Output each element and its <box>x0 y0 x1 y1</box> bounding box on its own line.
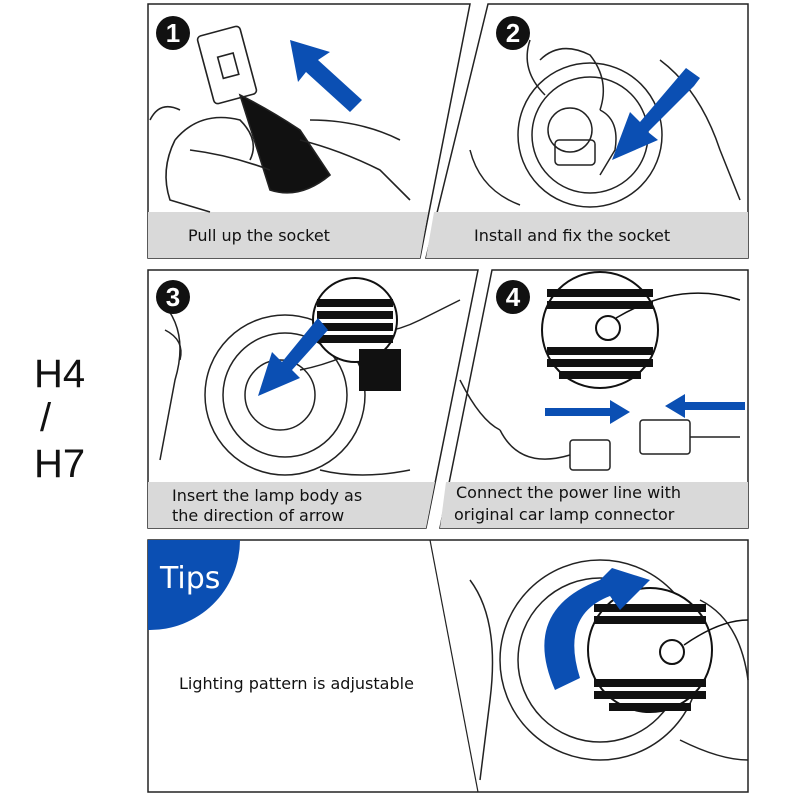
panel-4-heatsink-art <box>541 271 741 389</box>
step-2-number: 2 <box>496 16 530 50</box>
tips-rotate-arrow <box>544 568 650 690</box>
step-2-caption: Install and fix the socket <box>474 226 671 245</box>
panel-2-arrow <box>612 68 700 160</box>
panel-2-caption-bg <box>426 212 748 258</box>
tips-divider <box>429 539 479 793</box>
step-3-caption-line2: the direction of arrow <box>172 506 345 525</box>
side-label-h4: H4 <box>34 352 86 396</box>
tips-text: Lighting pattern is adjustable <box>179 674 414 693</box>
panel-3-heatsink-art <box>312 277 401 391</box>
tips-badge-bg <box>148 540 240 631</box>
panel-1-hand-bulb-art <box>149 25 411 213</box>
step-4-number: 4 <box>496 280 530 314</box>
step-1-caption: Pull up the socket <box>188 226 330 245</box>
panel-4-connector-art <box>459 379 740 471</box>
panel-1-arrow <box>290 40 362 112</box>
panel-4-caption-bg <box>440 482 748 528</box>
panel-4-arrow-left <box>665 394 745 418</box>
panel-3-arrow <box>258 318 328 396</box>
side-label-slash: / <box>40 396 52 440</box>
step-1-number: 1 <box>156 16 190 50</box>
side-label-h7: H7 <box>34 442 86 486</box>
step-4-caption-line1: Connect the power line with <box>456 483 682 502</box>
step-3-number: 3 <box>156 280 190 314</box>
tips-frame <box>147 539 749 793</box>
panel-4-arrow-right <box>545 400 630 424</box>
step-4-caption-line2: original car lamp connector <box>454 505 675 524</box>
panel-1-caption-bg <box>148 212 428 258</box>
tips-heatsink-art <box>587 587 749 713</box>
panel-3-caption-bg <box>148 482 435 528</box>
tips-badge-label: Tips <box>160 561 221 596</box>
step-3-caption-line1: Insert the lamp body as <box>172 486 363 505</box>
